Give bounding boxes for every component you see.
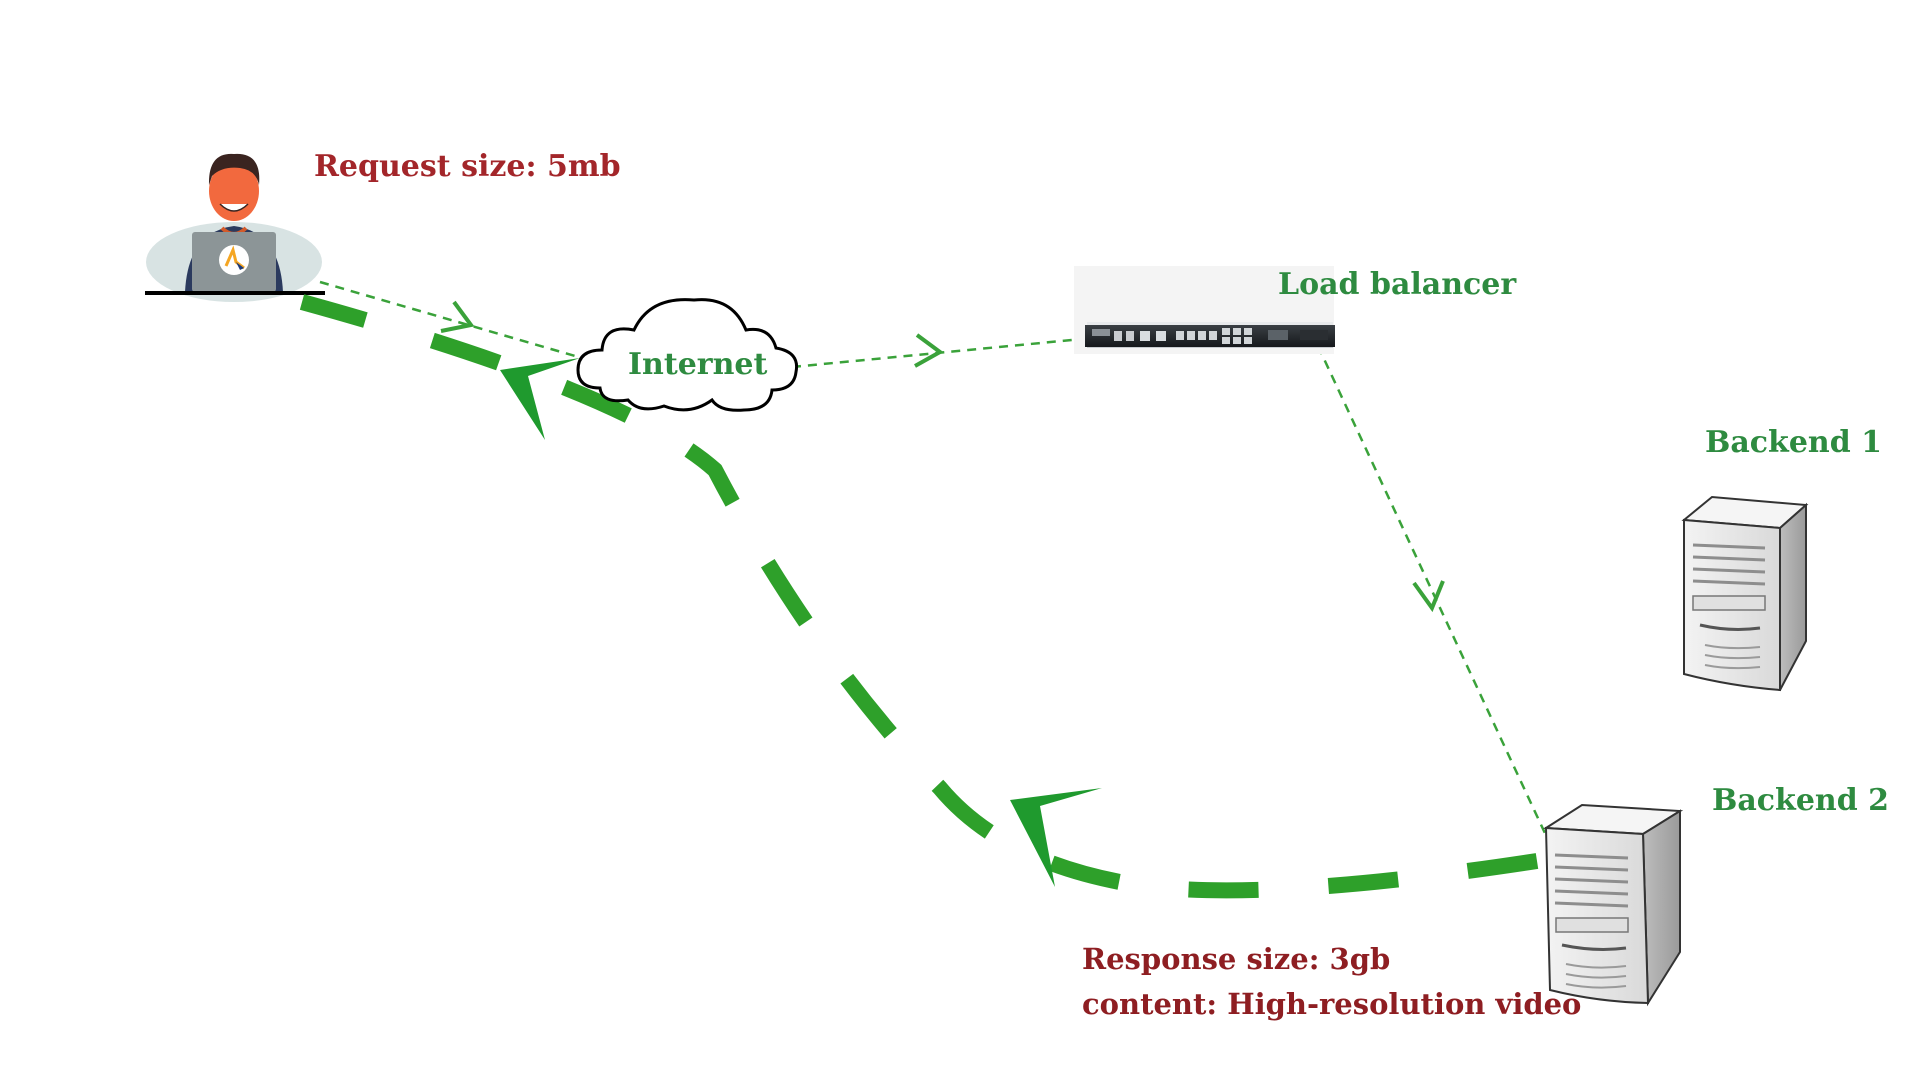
request-flow-arrows — [319, 280, 1552, 845]
request-size-label: Request size: 5mb — [314, 149, 621, 184]
load-balancer-label: Load balancer — [1278, 267, 1517, 302]
backend2-label: Backend 2 — [1712, 783, 1890, 818]
internet-label: Internet — [628, 347, 768, 382]
cloud-icon — [576, 298, 799, 412]
backend1-server-icon — [1681, 495, 1809, 692]
user-icon — [145, 153, 325, 302]
response-flow-path — [299, 294, 1539, 899]
backend1-label: Backend 1 — [1705, 425, 1883, 460]
load-balancer-icon — [1074, 266, 1335, 354]
backend2-server-icon — [1542, 803, 1684, 1007]
response-content-label: content: High-resolution video — [1082, 987, 1582, 1021]
response-size-label: Response size: 3gb — [1082, 942, 1391, 976]
